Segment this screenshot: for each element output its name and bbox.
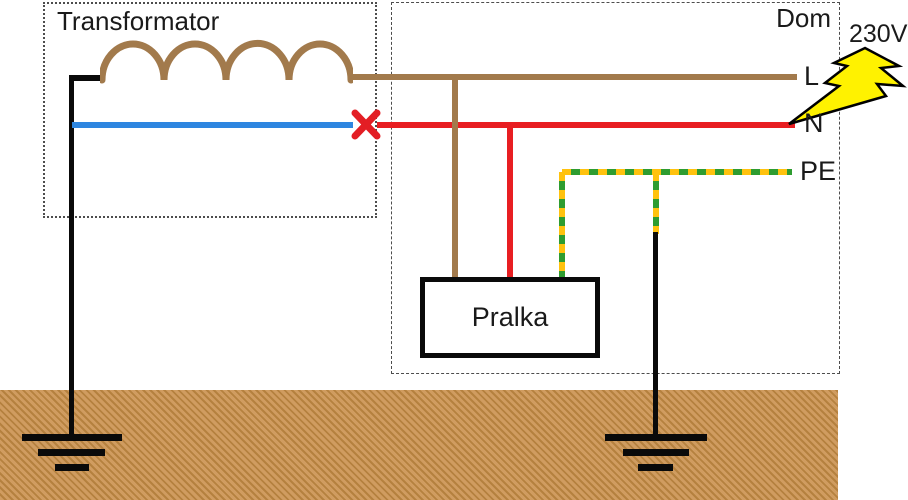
live-wire-drop (452, 74, 458, 277)
pe-wire-drop-appliance (559, 172, 565, 277)
ground-bar (55, 464, 89, 471)
pe-wire-horizontal (562, 169, 792, 175)
earth-electrode-wire-right (653, 232, 658, 437)
appliance-box: Pralka (420, 277, 600, 358)
neutral-wire-drop (507, 125, 513, 277)
ground-bar (22, 434, 122, 441)
voltage-label: 230V (849, 20, 908, 48)
neutral-wire-transformer-side (72, 122, 353, 128)
transformer-label: Transformator (57, 6, 220, 36)
house-label: Dom (776, 3, 831, 33)
live-wire-horizontal (351, 74, 797, 80)
line-label: L (804, 61, 820, 91)
ground-bar (623, 449, 689, 456)
transformer-coil (100, 40, 353, 84)
appliance-label: Pralka (471, 302, 549, 332)
transformer-box: Transformator (43, 2, 377, 218)
ground-bar (605, 434, 707, 441)
neutral-label: N (804, 108, 824, 138)
neutral-wire-house-side (377, 122, 795, 128)
transformer-ground-wire-horizontal (69, 75, 103, 81)
pe-label: PE (800, 156, 837, 186)
lightning-bolt-icon (788, 46, 907, 126)
ground-bar (638, 464, 673, 471)
pe-wire-drop-earth (653, 172, 659, 234)
house-box: Dom (391, 2, 840, 374)
soil-strip (0, 390, 838, 500)
ground-bar (38, 449, 105, 456)
fault-x-icon (351, 109, 381, 140)
transformer-ground-wire-vertical (69, 75, 74, 437)
